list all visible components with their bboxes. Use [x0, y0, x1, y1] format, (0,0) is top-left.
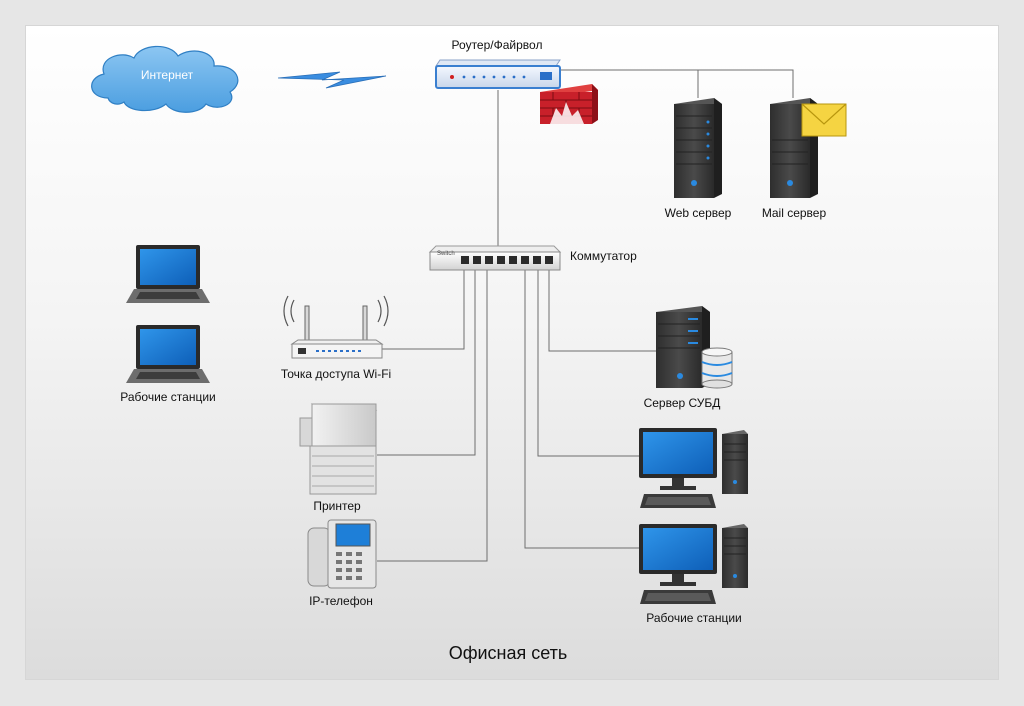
printer-label: Принтер — [313, 499, 361, 513]
db-server-icon — [656, 306, 710, 388]
link-switch-wifi — [382, 268, 465, 350]
laptop-icon-2 — [126, 325, 210, 383]
internet-label: Интернет — [140, 68, 194, 82]
firewall-icon — [540, 84, 598, 124]
router-label: Роутер/Файрвол — [451, 38, 543, 52]
connection-lines — [377, 69, 794, 562]
link-router-mailserver — [560, 69, 794, 98]
desktop-pc-icon-1 — [639, 428, 748, 508]
workstations-right-label: Рабочие станции — [646, 611, 742, 625]
link-switch-ipphone — [377, 268, 488, 562]
workstations-left-label: Рабочие станции — [120, 390, 216, 404]
router-icon — [435, 59, 561, 89]
ip-phone-icon — [307, 519, 377, 589]
web-server-icon — [674, 98, 722, 198]
ip-phone-label: IP-телефон — [309, 594, 373, 608]
mail-server-label: Mail сервер — [761, 206, 827, 220]
switch-icon — [428, 245, 562, 271]
wifi-label: Точка доступа Wi-Fi — [280, 367, 392, 381]
link-switch-dbserver — [548, 268, 657, 352]
laptop-icon-1 — [126, 245, 210, 303]
cloud-icon — [91, 45, 239, 113]
printer-icon — [299, 403, 378, 495]
switch-label: Коммутатор — [570, 249, 637, 263]
link-switch-printer — [377, 268, 476, 456]
web-server-label: Web сервер — [664, 206, 732, 220]
db-server-label: Сервер СУБД — [643, 396, 721, 410]
wifi-access-point-icon — [283, 295, 389, 359]
switch-badge: Switch — [437, 251, 455, 257]
envelope-icon — [801, 103, 847, 137]
link-switch-pc2 — [524, 268, 641, 549]
wan-link-icon — [277, 71, 387, 89]
link-switch-pc1 — [537, 268, 641, 457]
diagram-caption: Офисная сеть — [448, 643, 568, 663]
database-icon — [701, 347, 733, 389]
desktop-pc-icon-2 — [639, 524, 748, 604]
